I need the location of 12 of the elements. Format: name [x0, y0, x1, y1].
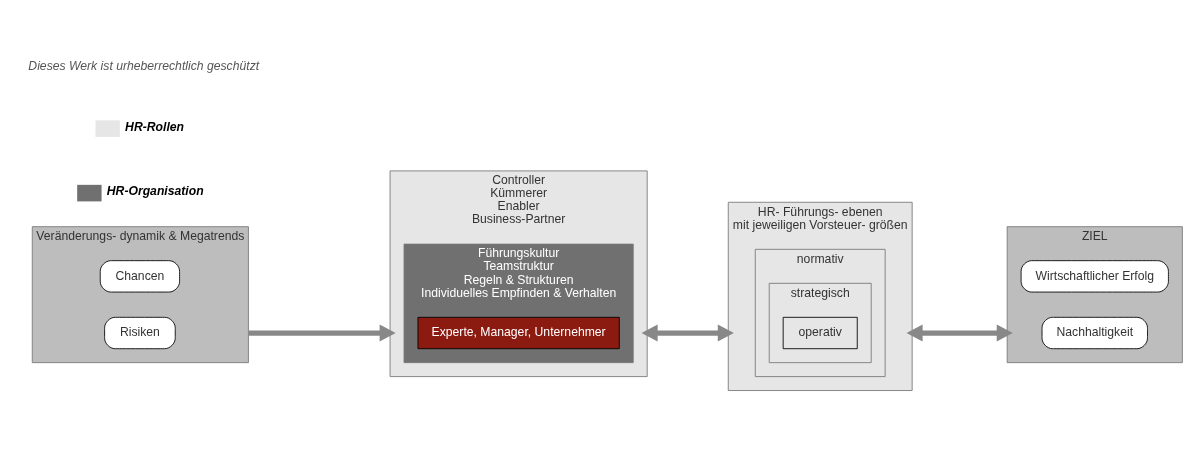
node-box: operativ — [782, 316, 858, 350]
arrow — [641, 324, 734, 342]
node-box: Nachhaltigkeit — [1041, 316, 1148, 350]
legend-label: HR-Rollen — [125, 119, 185, 134]
label: Dieses Werk ist urheberrechtlich geschützt — [28, 58, 260, 73]
legend-label: HR-Organisation — [106, 184, 204, 199]
node-box: Chancen — [99, 260, 180, 293]
arrow — [906, 324, 1013, 342]
node-box: Risiken — [104, 316, 176, 350]
node-box: Wirtschaftlicher Erfolg — [1020, 260, 1169, 293]
node-box: Experte, Manager, Unternehmer — [417, 316, 620, 350]
arrow — [248, 324, 396, 342]
